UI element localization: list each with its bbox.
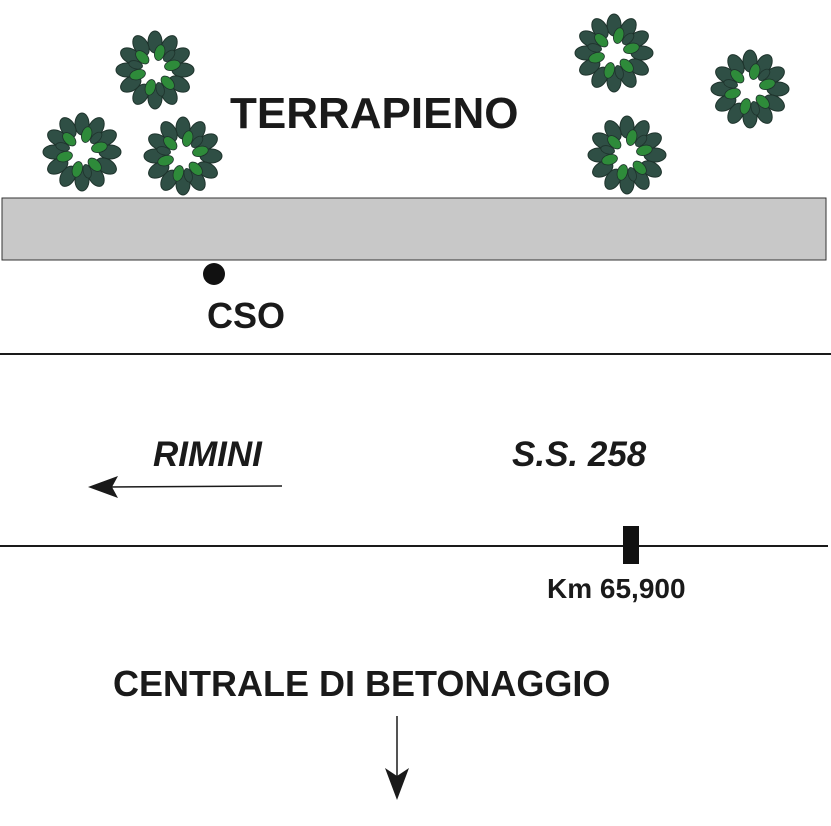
km-marker-label: Km 65,900 bbox=[547, 573, 686, 604]
cso-point-icon bbox=[203, 263, 225, 285]
shrub-icon bbox=[143, 116, 223, 196]
shrub-icon bbox=[710, 49, 790, 129]
arrow-left-icon bbox=[88, 476, 283, 498]
shrub-icon bbox=[574, 13, 654, 93]
plant-label: CENTRALE DI BETONAGGIO bbox=[113, 663, 611, 704]
embankment-label: TERRAPIENO bbox=[230, 89, 519, 138]
shrub-icon bbox=[115, 30, 195, 110]
direction-label: RIMINI bbox=[153, 435, 262, 474]
shrub-icon bbox=[42, 112, 122, 192]
cso-label: CSO bbox=[207, 295, 286, 336]
shrub-icon bbox=[587, 115, 667, 195]
arrow-down-icon bbox=[385, 716, 409, 800]
embankment-strip bbox=[1, 197, 827, 261]
km-marker-icon bbox=[623, 526, 639, 564]
road-label: S.S. 258 bbox=[512, 435, 647, 474]
